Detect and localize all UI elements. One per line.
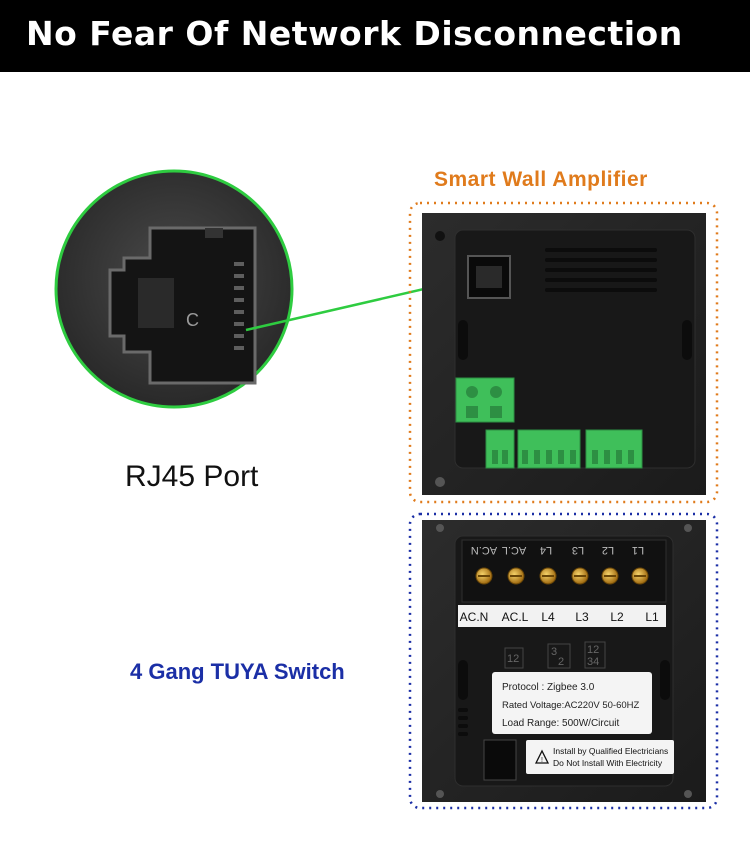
warning-triangle-icon bbox=[534, 749, 550, 764]
amplifier-label: Smart Wall Amplifier bbox=[434, 168, 648, 191]
svg-text:34: 34 bbox=[587, 656, 599, 668]
switch-label: 4 Gang TUYA Switch bbox=[130, 659, 345, 684]
svg-text:12: 12 bbox=[587, 644, 599, 656]
vent-slots bbox=[545, 248, 657, 292]
svg-text:2: 2 bbox=[558, 656, 564, 668]
svg-text:!: ! bbox=[541, 757, 543, 764]
terminal-label-acn: AC.N bbox=[460, 610, 489, 624]
terminal-screws bbox=[475, 567, 649, 585]
svg-text:L1: L1 bbox=[632, 544, 644, 556]
warning-label: ! Install by Qualified Electricians Do N… bbox=[526, 740, 674, 774]
rj45-port-label: RJ45 Port bbox=[125, 460, 259, 493]
terminal-label-l3: L3 bbox=[575, 610, 589, 624]
amplifier-back-panel bbox=[422, 213, 706, 495]
mount-hole-icon bbox=[435, 231, 445, 241]
svg-text:Install by Qualified Electrici: Install by Qualified Electricians bbox=[553, 746, 668, 756]
banner-title: No Fear Of Network Disconnection bbox=[26, 14, 683, 53]
rj45-zoom-circle: C bbox=[54, 169, 294, 409]
svg-text:AC.L: AC.L bbox=[502, 544, 526, 556]
terminal-label-acl: AC.L bbox=[502, 610, 529, 624]
svg-text:Protocol : Zigbee 3.0: Protocol : Zigbee 3.0 bbox=[502, 682, 595, 693]
svg-text:L4: L4 bbox=[540, 544, 552, 556]
terminal-label-strip bbox=[458, 605, 666, 627]
switch-highlight-frame bbox=[408, 512, 719, 810]
svg-text:AC.N: AC.N bbox=[471, 544, 497, 556]
svg-text:12: 12 bbox=[507, 653, 519, 665]
spec-label: Protocol : Zigbee 3.0 Rated Voltage:AC22… bbox=[492, 672, 652, 734]
screw-icon bbox=[435, 477, 445, 487]
svg-text:C: C bbox=[186, 310, 199, 330]
svg-text:Do Not Install With Electricit: Do Not Install With Electricity bbox=[553, 758, 663, 768]
svg-text:Rated Voltage:AC220V 50-60HZ: Rated Voltage:AC220V 50-60HZ bbox=[502, 700, 640, 711]
svg-text:Load Range: 500W/Circuit: Load Range: 500W/Circuit bbox=[502, 718, 620, 729]
terminal-label-l4: L4 bbox=[541, 610, 555, 624]
low-voltage-terminal bbox=[455, 377, 515, 423]
terminal-label-l1: L1 bbox=[645, 610, 659, 624]
amplifier-highlight-frame bbox=[408, 201, 719, 504]
svg-text:3: 3 bbox=[551, 646, 557, 658]
rj45-port-closeup: C bbox=[108, 226, 257, 385]
gang-marks: 12 3 2 12 34 bbox=[504, 641, 606, 669]
svg-text:L2: L2 bbox=[602, 544, 614, 556]
output-terminal-block bbox=[485, 429, 643, 469]
terminal-label-l2: L2 bbox=[610, 610, 624, 624]
svg-text:L3: L3 bbox=[572, 544, 584, 556]
title-banner: No Fear Of Network Disconnection bbox=[0, 0, 750, 72]
terminal-top-marks: AC.N AC.L L4 L3 L2 L1 bbox=[471, 544, 644, 556]
rj45-port bbox=[467, 255, 511, 299]
switch-back-panel: AC.N AC.L L4 L3 L2 L1 AC.N AC.L L4 L3 L2… bbox=[422, 520, 706, 802]
